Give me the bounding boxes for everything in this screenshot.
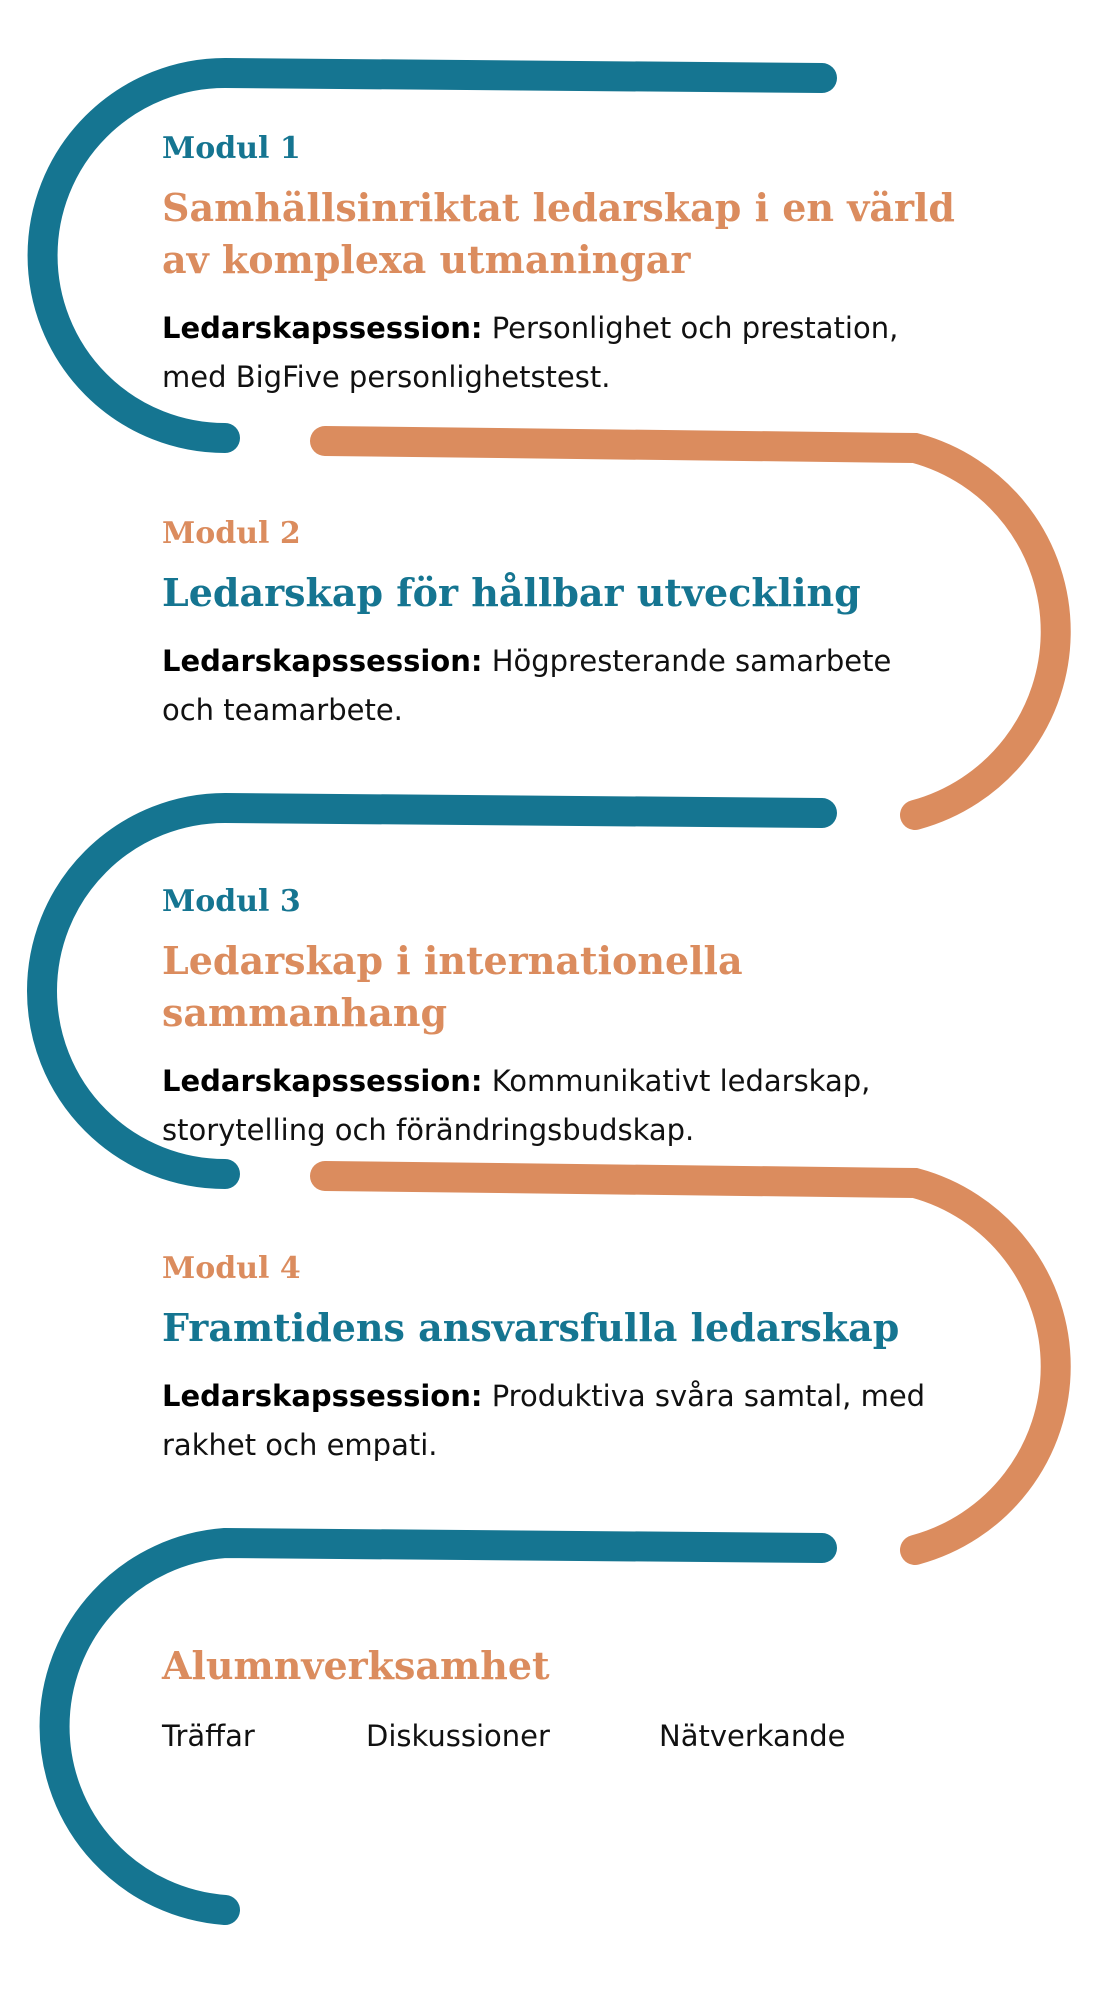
connector-blue-2 [27, 792, 837, 1189]
session-description-line-1: Personlighet och prestation, [491, 311, 899, 345]
session-description-line-2: rakhet och empati. [162, 1428, 438, 1462]
alumni-item-natverkande: Nätverkande [659, 1719, 846, 1753]
module-2: Modul 2 Ledarskap för hållbar utveckling… [162, 517, 982, 735]
module-4: Modul 4 Framtidens ansvarsfulla ledarska… [162, 1252, 982, 1470]
module-1: Modul 1 Samhällsinriktat ledarskap i en … [162, 132, 982, 402]
module-title: Ledarskap i internationella sammanhang [162, 935, 982, 1039]
alumni-item-diskussioner: Diskussioner [366, 1719, 550, 1753]
session-description-line-2: med BigFive personlighetstest. [162, 360, 611, 394]
module-label: Modul 1 [162, 131, 301, 166]
module-label: Modul 2 [162, 516, 301, 551]
connector-blue-1 [27, 57, 837, 453]
module-title: Samhällsinriktat ledarskap i en värld av… [162, 182, 982, 286]
connector-orange-2 [310, 1161, 1071, 1565]
alumni-item-traffar: Träffar [162, 1719, 255, 1753]
session-label: Ledarskapssession: [162, 311, 483, 345]
alumni-section: Alumnverksamhet Träffar Diskussioner Nät… [162, 1640, 982, 1753]
module-label: Modul 3 [162, 884, 301, 919]
session-label: Ledarskapssession: [162, 1064, 483, 1098]
session-description-line-1: Kommunikativt ledarskap, [491, 1064, 871, 1098]
session-label: Ledarskapssession: [162, 644, 483, 678]
module-title-line-2: av komplexa utmaningar [162, 237, 691, 282]
module-description: Ledarskapssession: Högpresterande samarb… [162, 637, 982, 735]
module-title: Ledarskap för hållbar utveckling [162, 567, 982, 619]
session-description-line-2: och teamarbete. [162, 693, 403, 727]
connector-orange-1 [310, 426, 1071, 830]
module-description: Ledarskapssession: Personlighet och pres… [162, 304, 982, 402]
connector-blue-3 [39, 1527, 837, 1925]
module-title: Framtidens ansvarsfulla ledarskap [162, 1302, 982, 1354]
module-title-line-1: Samhällsinriktat ledarskap i en värld [162, 185, 955, 230]
module-title-line-1: Framtidens ansvarsfulla ledarskap [162, 1305, 900, 1350]
session-label: Ledarskapssession: [162, 1379, 483, 1413]
module-label: Modul 4 [162, 1251, 301, 1286]
module-3: Modul 3 Ledarskap i internationella samm… [162, 885, 982, 1155]
module-description: Ledarskapssession: Produktiva svåra samt… [162, 1372, 982, 1470]
session-description-line-1: Högpresterande samarbete [491, 644, 892, 678]
session-description-line-2: storytelling och förändringsbudskap. [162, 1113, 695, 1147]
module-title-line-1: Ledarskap i internationella sammanhang [162, 938, 743, 1035]
session-description-line-1: Produktiva svåra samtal, med [491, 1379, 926, 1413]
module-title-line-1: Ledarskap för hållbar utveckling [162, 570, 861, 615]
alumni-title: Alumnverksamhet [162, 1643, 550, 1688]
module-description: Ledarskapssession: Kommunikativt ledarsk… [162, 1057, 982, 1155]
